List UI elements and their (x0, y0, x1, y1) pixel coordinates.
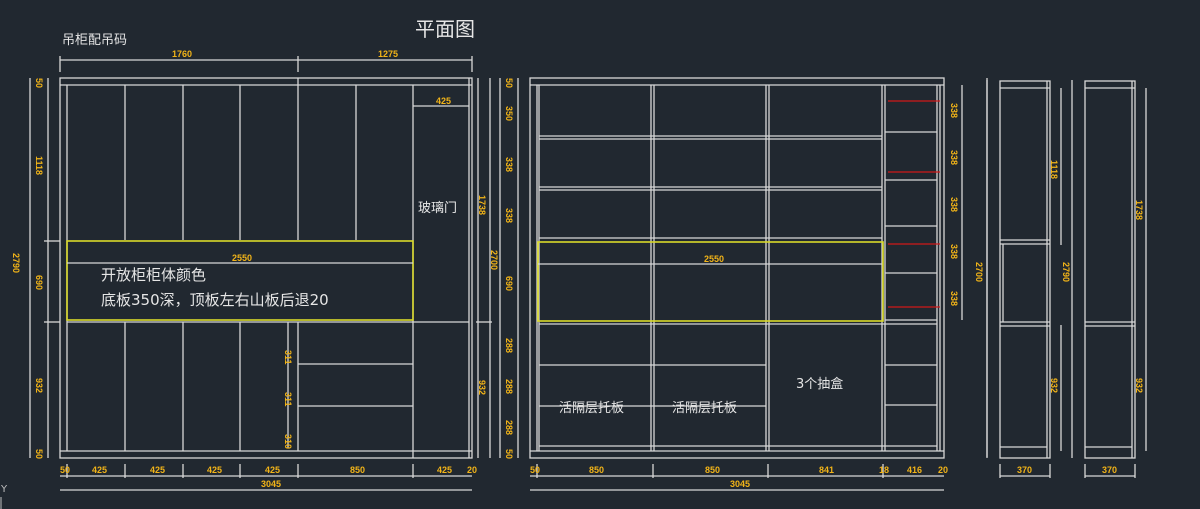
dim-mid-left-7: 288 (504, 379, 514, 394)
shelf-label-1: 活隔层托板 (559, 401, 624, 416)
dim-left-3: 690 (34, 275, 44, 290)
dim-drawer-3: 310 (283, 434, 293, 449)
dim-mid-left-1: 50 (504, 78, 514, 88)
dim-mid-open-width: 2550 (704, 254, 724, 264)
dim-bottom-2: 425 (92, 465, 107, 475)
dim-mid-right-5: 338 (949, 291, 959, 306)
dim-side1-lower: 932 (1049, 378, 1059, 393)
dim-mid-right-total: 2700 (974, 262, 984, 282)
middle-elevation: 2550 活隔层托板 活隔层托板 3个抽盒 50 350 338 338 690… (499, 77, 988, 491)
dim-drawer-2: 311 (283, 392, 293, 407)
shelf-label-2: 活隔层托板 (672, 401, 737, 416)
drawing-title: 平面图 (415, 17, 475, 41)
dim-side2-lower: 932 (1134, 378, 1144, 393)
dim-bottom-3: 425 (150, 465, 165, 475)
dim-mid-left-5: 690 (504, 276, 514, 291)
dim-mid-right-1: 338 (949, 103, 959, 118)
dim-mid-left-4: 338 (504, 208, 514, 223)
dim-drawer-1: 311 (283, 350, 293, 365)
dim-left-4: 932 (34, 378, 44, 393)
dim-mid-bottom-7: 20 (938, 465, 948, 475)
dim-bottom-1: 50 (60, 465, 70, 475)
dim-top-1: 1760 (172, 49, 192, 59)
dim-left-total: 2790 (11, 253, 21, 273)
dim-side1-depth: 370 (1017, 465, 1032, 475)
dim-mid-bottom-5: 18 (879, 465, 889, 475)
note-line-2: 底板350深，顶板左右山板后退20 (101, 291, 329, 309)
dim-side2-upper: 1738 (1134, 200, 1144, 220)
side-section-2: 1738 932 370 (1084, 80, 1147, 478)
dim-bottom-4: 425 (207, 465, 222, 475)
dim-glass-door-width: 425 (436, 96, 451, 106)
dim-mid-right-2: 338 (949, 150, 959, 165)
dim-right-1: 1738 (477, 195, 487, 215)
dim-bottom-8: 20 (467, 465, 477, 475)
dim-right-2: 932 (477, 380, 487, 395)
dim-mid-right-3: 338 (949, 197, 959, 212)
dim-mid-bottom-4: 841 (819, 465, 834, 475)
dim-mid-left-2: 350 (504, 106, 514, 121)
dim-left-5: 50 (34, 449, 44, 459)
dim-mid-bottom-2: 850 (589, 465, 604, 475)
dim-mid-left-6: 288 (504, 338, 514, 353)
note-line-1: 开放柜柜体颜色 (101, 266, 206, 284)
dim-top-2: 1275 (378, 49, 398, 59)
left-elevation: 1760 1275 425 玻璃门 2550 开放柜柜体颜色 底板350深，顶板… (11, 49, 499, 491)
dim-mid-left-3: 338 (504, 157, 514, 172)
dim-mid-bottom-total: 3045 (730, 479, 750, 489)
dim-bottom-6: 850 (350, 465, 365, 475)
dim-left-1: 50 (34, 78, 44, 88)
dim-mid-right-4: 338 (949, 244, 959, 259)
dim-open-width: 2550 (232, 253, 252, 263)
drawing-subtitle: 吊柜配吊码 (62, 33, 127, 48)
dim-side1-total: 2790 (1061, 262, 1071, 282)
dim-left-2: 1118 (34, 156, 44, 175)
dim-mid-bottom-3: 850 (705, 465, 720, 475)
dim-bottom-5: 425 (265, 465, 280, 475)
dim-mid-left-9: 50 (504, 449, 514, 459)
dim-bottom-total: 3045 (261, 479, 281, 489)
dim-side1-upper: 1118 (1049, 160, 1059, 179)
ucs-axis-icon: Y (0, 484, 8, 495)
dim-side2-depth: 370 (1102, 465, 1117, 475)
dim-bottom-7: 425 (437, 465, 452, 475)
dim-mid-bottom-1: 50 (530, 465, 540, 475)
glass-door-label: 玻璃门 (418, 201, 457, 216)
dim-mid-bottom-6: 416 (907, 465, 922, 475)
drawer-label: 3个抽盒 (796, 376, 843, 392)
dim-right-total: 2700 (489, 250, 499, 270)
dim-mid-left-8: 288 (504, 420, 514, 435)
side-section-1: 1118 932 2790 370 (986, 80, 1073, 478)
